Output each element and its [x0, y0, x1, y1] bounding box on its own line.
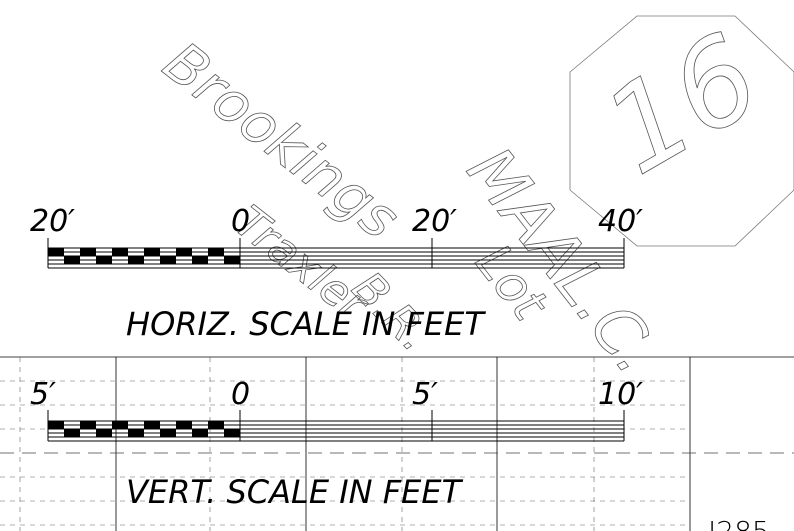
sign-number: 16: [582, 7, 781, 202]
v-tick-label-5-left: 5′: [30, 377, 56, 412]
h-scale-caption: HORIZ. SCALE IN FEET: [126, 305, 486, 343]
h-tick-label-0: 0: [231, 204, 250, 239]
profile-grid: [0, 356, 794, 531]
v-tick-label-10: 10′: [598, 377, 643, 412]
v-scale-checker: [48, 421, 240, 437]
horizontal-scale: 20′ 0 20′ 40′ HORIZ. SCALE IN FEET: [30, 204, 643, 343]
h-tick-label-20-right: 20′: [412, 204, 457, 239]
sheet-number: I285: [708, 515, 770, 531]
vertical-scale: 5′ 0 5′ 10′ VERT. SCALE IN FEET: [30, 377, 643, 511]
v-scale-caption: VERT. SCALE IN FEET: [126, 473, 464, 511]
v-tick-label-0: 0: [231, 377, 250, 412]
h-scale-checker: [48, 248, 240, 264]
h-tick-label-20-left: 20′: [30, 204, 75, 239]
h-tick-label-40: 40′: [598, 204, 643, 239]
v-tick-label-5-right: 5′: [412, 377, 438, 412]
